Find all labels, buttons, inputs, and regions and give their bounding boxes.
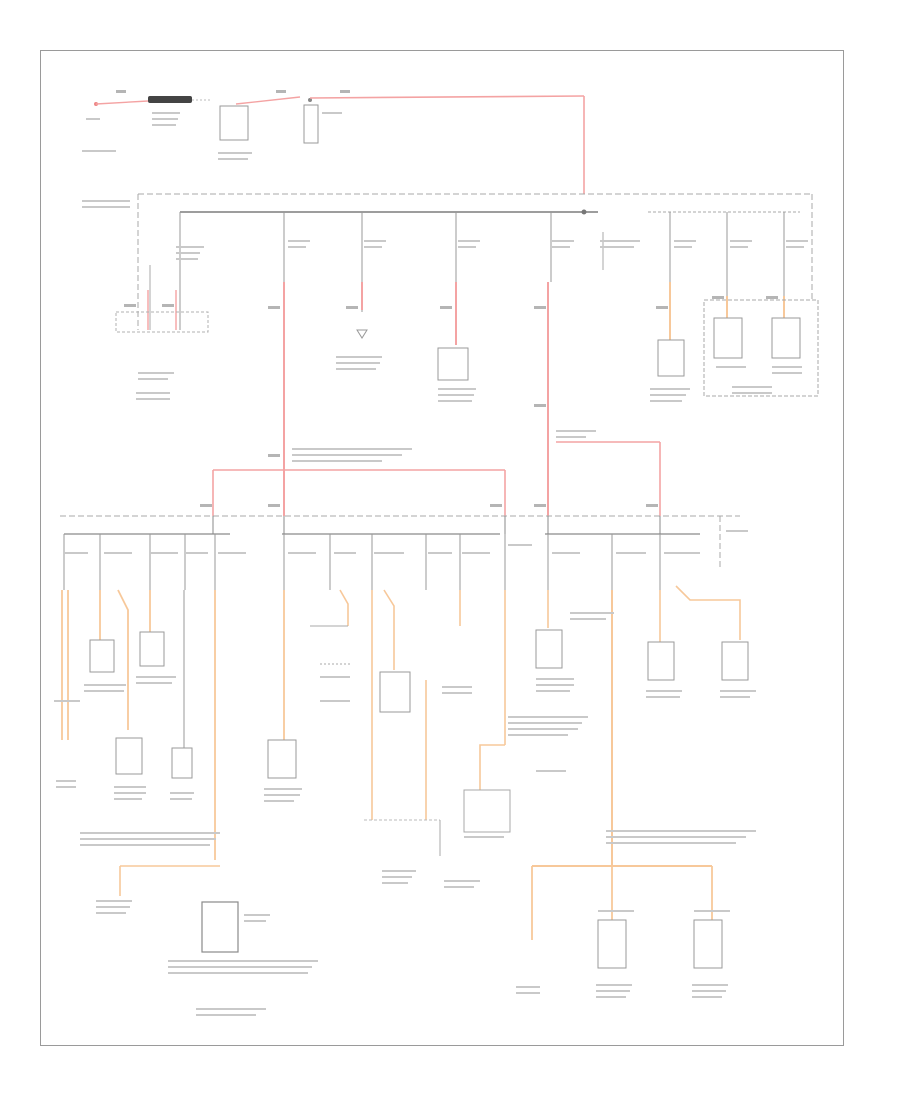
upper-components [115,299,819,397]
fuse-block-connector [115,311,209,333]
battery-icon [303,104,319,144]
ip-fuse-block [60,515,740,570]
ground-icon [356,329,368,339]
lower-components [89,590,749,969]
relay-center [703,299,819,397]
top-battery-section [94,95,585,194]
underhood-fuse-drops [283,212,785,312]
relay-component [437,347,469,381]
fusible-link-icon [148,96,192,103]
battery-feed-wire [309,95,585,99]
underhood-fuse-block [137,193,813,330]
wire-code-marks [116,90,778,507]
red-power-feeds [147,282,661,516]
module-component [657,339,685,377]
lower-orange-circuits [61,585,741,940]
component-label-blocks [54,112,808,1016]
diagram-frame [40,50,844,1046]
starter-solenoid [219,105,249,141]
ip-fuse-drops [63,534,661,590]
